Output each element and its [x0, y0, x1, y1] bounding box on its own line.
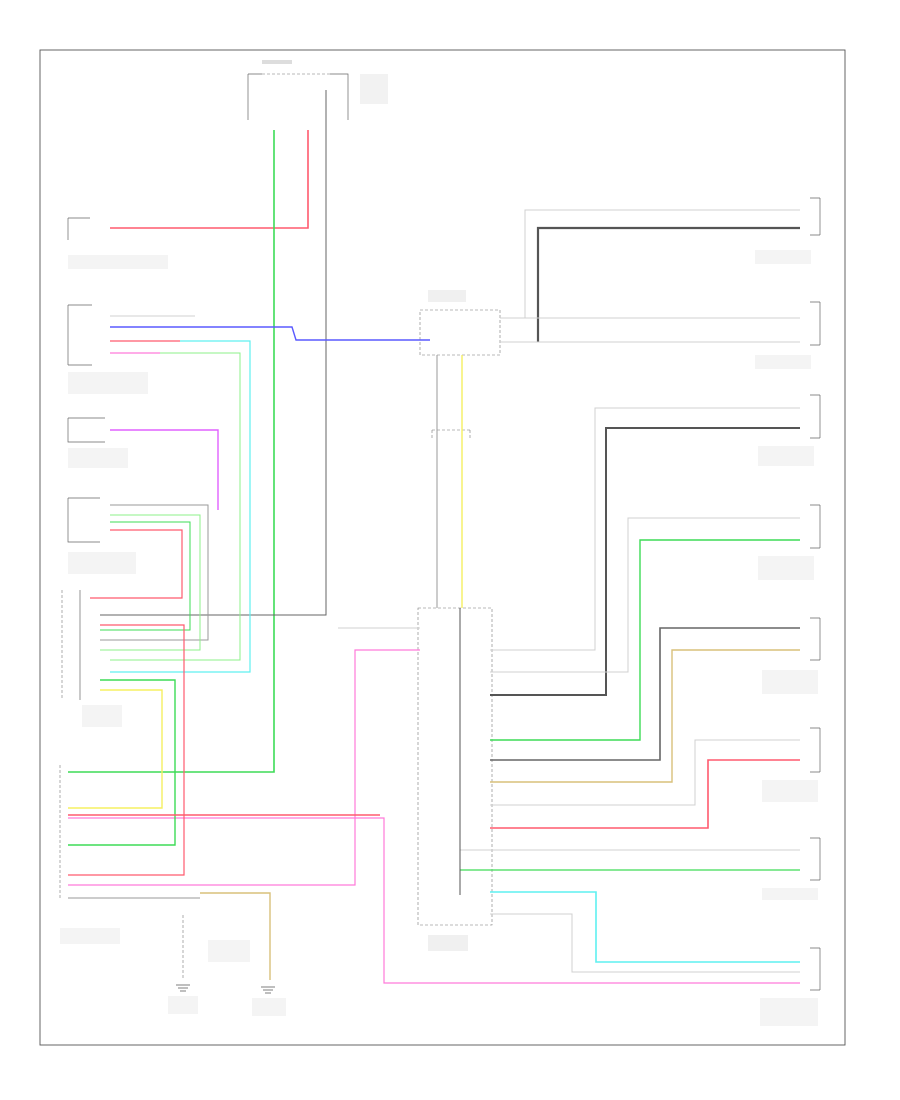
right-sensor-7	[762, 837, 821, 900]
left-module-4	[67, 497, 136, 574]
wire-m4-gray	[100, 504, 209, 641]
right-sensor-6	[762, 727, 821, 802]
wire-green-left	[68, 679, 176, 846]
left-module-1	[67, 217, 168, 269]
right-sensor-5	[762, 617, 821, 694]
wire-m4-lightgreen2	[100, 521, 191, 631]
wire-blue	[110, 326, 430, 341]
left-module-5	[61, 590, 122, 727]
wire-red-top	[110, 130, 309, 229]
wire-sensor6-light	[490, 739, 800, 806]
wire-sensor4-green	[490, 539, 800, 741]
wire-sensor1-dark	[536, 226, 800, 342]
diagram-frame	[39, 49, 846, 1046]
wire-m2-lightgreen	[110, 352, 241, 661]
wire-pink-long	[68, 649, 420, 886]
wire-sensor3-dark	[490, 427, 800, 696]
wire-sensor4-light	[490, 517, 800, 673]
wire-m2-cyan	[110, 340, 251, 673]
wire-sensor8-pink	[68, 817, 800, 984]
wire-yellow-left	[68, 689, 163, 809]
wire-m4-red	[90, 529, 183, 599]
top-connector	[247, 60, 388, 120]
wire-sensor5-dark	[490, 627, 800, 761]
wire-sensor1-light	[524, 209, 800, 318]
right-sensor-4	[758, 504, 821, 580]
wire-sensor8-cyan	[490, 891, 800, 963]
wire-sensor8-light	[490, 913, 800, 973]
wire-sensor6-red	[490, 759, 800, 829]
left-module-3	[67, 417, 128, 468]
right-sensor-3	[758, 394, 821, 466]
left-module-2	[67, 304, 148, 394]
wire-dark-top	[100, 90, 327, 616]
left-module-ecu	[59, 765, 120, 944]
wire-green-top	[68, 130, 275, 773]
wire-m4-red2	[68, 624, 185, 876]
wire-m3-magenta	[110, 429, 219, 510]
ground-1	[168, 915, 198, 1014]
center-junction-upper	[419, 290, 501, 440]
right-sensor-8	[760, 947, 821, 1026]
right-sensor-1	[755, 197, 821, 264]
wire-tan-bottom	[200, 892, 271, 980]
wire-sensor5-tan	[490, 649, 800, 783]
wire-m4-green	[100, 514, 201, 651]
center-junction-lower	[417, 607, 493, 951]
wire-sensor3-light	[490, 407, 800, 651]
right-sensor-2	[755, 301, 821, 369]
ground-2	[208, 940, 286, 1016]
